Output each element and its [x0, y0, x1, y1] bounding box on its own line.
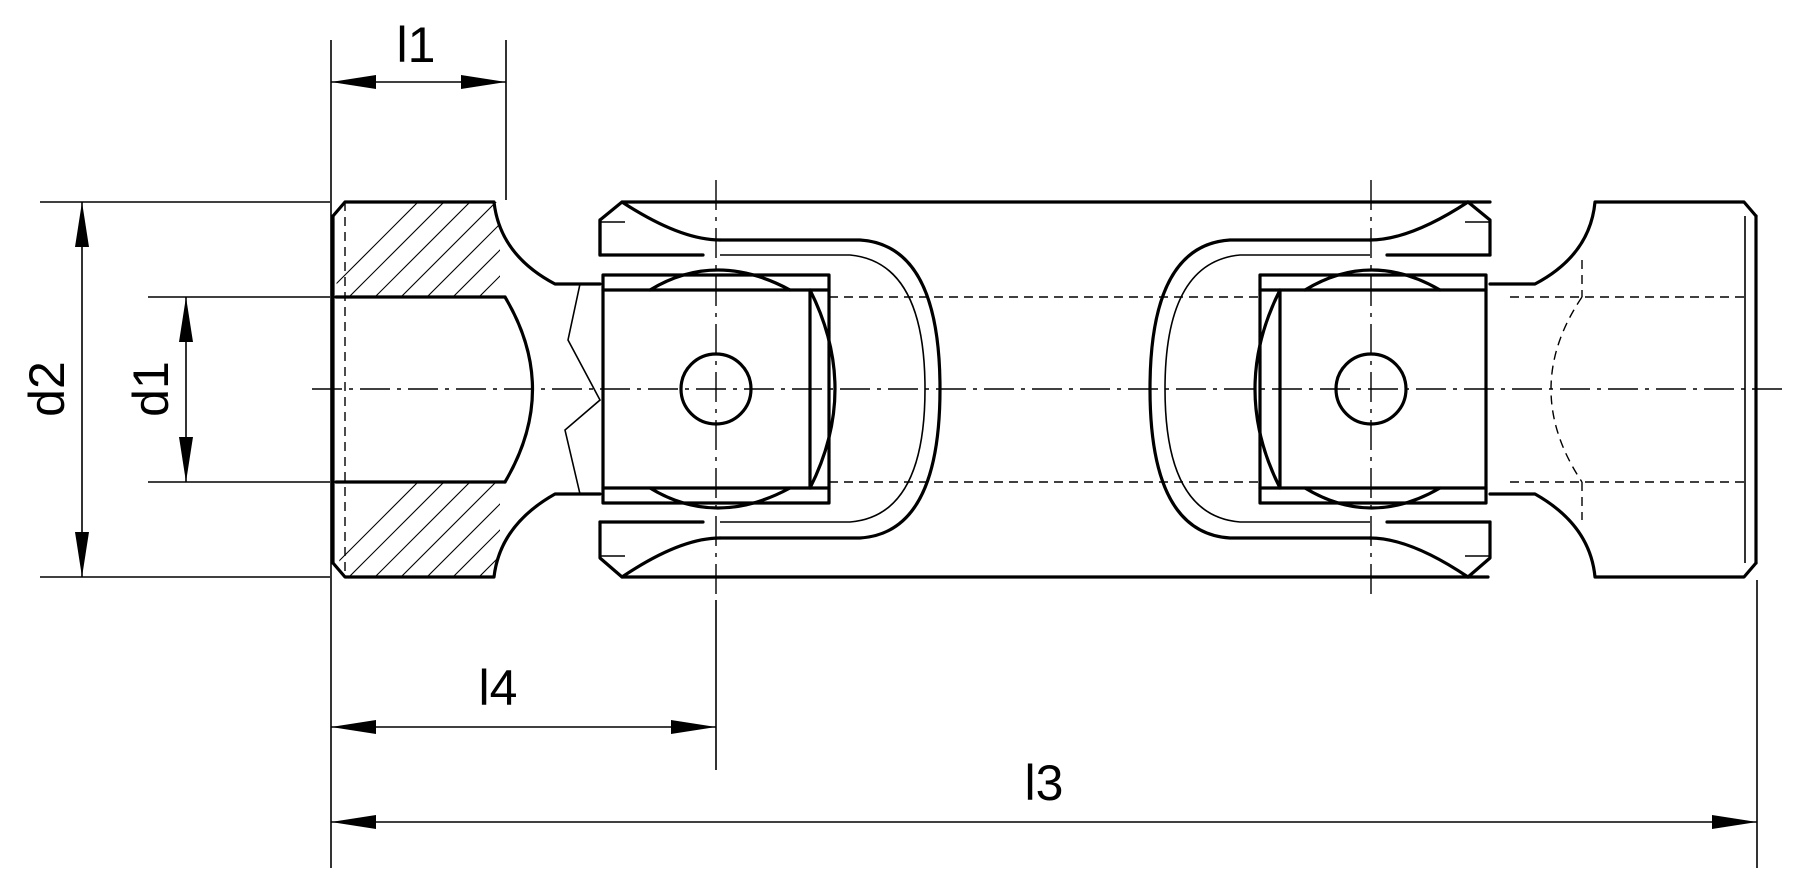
- left-cross-block: [601, 268, 837, 510]
- left-pin-hole: [679, 352, 753, 426]
- label-l4: l4: [479, 660, 518, 716]
- label-d1: d1: [123, 361, 179, 417]
- hidden-shaft: [829, 296, 1260, 483]
- left-yoke: [598, 200, 1492, 579]
- left-shank: [331, 200, 602, 579]
- hatch-bottom: [336, 482, 500, 577]
- label-l1: l1: [397, 17, 436, 73]
- label-d2: d2: [19, 361, 75, 417]
- hatch-top: [336, 202, 500, 297]
- dimensions: l1 d2 d1 l4 l3: [19, 17, 1758, 868]
- label-l3: l3: [1025, 755, 1064, 811]
- dimension-l4: l4: [331, 660, 716, 734]
- right-shank: [1488, 200, 1758, 579]
- right-cross-block: [1253, 268, 1488, 510]
- dimension-d1: d1: [123, 297, 193, 482]
- center-lines: [312, 180, 1788, 600]
- right-pin-hole: [1334, 352, 1408, 426]
- dimension-l3: l3: [331, 755, 1757, 829]
- right-yoke: [1148, 200, 1492, 579]
- dimension-l1: l1: [331, 17, 506, 89]
- dimension-d2: d2: [19, 202, 89, 577]
